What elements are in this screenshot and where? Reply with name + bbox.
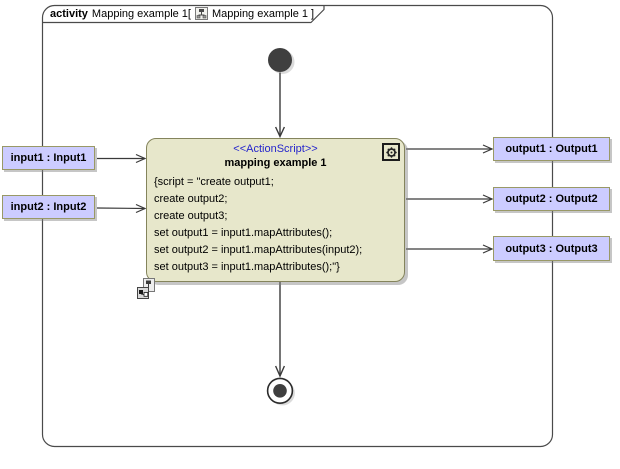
output-pin-2[interactable]: output2 : Output2 bbox=[493, 187, 610, 211]
output-pin-3-label: output3 : Output3 bbox=[505, 242, 598, 255]
action-language-gear-icon bbox=[382, 143, 400, 161]
script-line: set output3 = input1.mapAttributes();"} bbox=[154, 261, 340, 273]
object-flow-input2-to-action[interactable] bbox=[96, 203, 147, 214]
action-script-body: {script = "create output1; create output… bbox=[154, 174, 404, 276]
script-line: {script = "create output1; bbox=[154, 176, 274, 188]
input-pin-1-label: input1 : Input1 bbox=[10, 152, 87, 164]
output-pin-1[interactable]: output1 : Output1 bbox=[493, 137, 610, 161]
script-line: set output1 = input1.mapAttributes(); bbox=[154, 227, 333, 239]
activity-final-node-core bbox=[273, 384, 287, 398]
activity-diagram-icon bbox=[194, 7, 208, 20]
output-pin-2-label: output2 : Output2 bbox=[505, 193, 598, 205]
action-node-mapping-example-1[interactable]: <<ActionScript>> mapping example 1 {scri… bbox=[146, 138, 405, 282]
control-flow-initial-to-action[interactable] bbox=[274, 72, 286, 139]
action-name: mapping example 1 bbox=[224, 157, 327, 169]
object-flow-action-to-output2[interactable] bbox=[406, 194, 494, 204]
object-flow-input1-to-action[interactable] bbox=[97, 153, 147, 164]
script-line: create output3; bbox=[154, 210, 228, 222]
output-pin-1-label: output1 : Output1 bbox=[505, 143, 598, 155]
structured-activity-icon bbox=[137, 278, 156, 300]
frame-keyword: activity bbox=[50, 7, 88, 20]
frame-diagram-name: Mapping example 1 ] bbox=[211, 7, 315, 20]
frame-header: activity Mapping example 1[ Mapping exam… bbox=[50, 6, 314, 21]
output-pin-3[interactable]: output3 : Output3 bbox=[493, 236, 610, 261]
action-stereotype: <<ActionScript>> bbox=[233, 143, 318, 155]
input-pin-2[interactable]: input2 : Input2 bbox=[2, 195, 95, 219]
input-pin-1[interactable]: input1 : Input1 bbox=[2, 146, 95, 170]
script-line: set output2 = input1.mapAttributes(input… bbox=[154, 244, 363, 256]
frame-activity-name: Mapping example 1[ bbox=[91, 7, 191, 20]
input-pin-2-label: input2 : Input2 bbox=[10, 201, 87, 213]
object-flow-action-to-output1[interactable] bbox=[406, 144, 494, 154]
object-flow-action-to-output3[interactable] bbox=[406, 244, 494, 254]
frame-name-tab-outline[interactable] bbox=[42, 5, 325, 24]
activity-frame-border[interactable] bbox=[41, 4, 554, 448]
script-line: create output2; bbox=[154, 193, 228, 205]
control-flow-action-to-final[interactable] bbox=[274, 282, 286, 378]
initial-node[interactable] bbox=[268, 48, 292, 72]
